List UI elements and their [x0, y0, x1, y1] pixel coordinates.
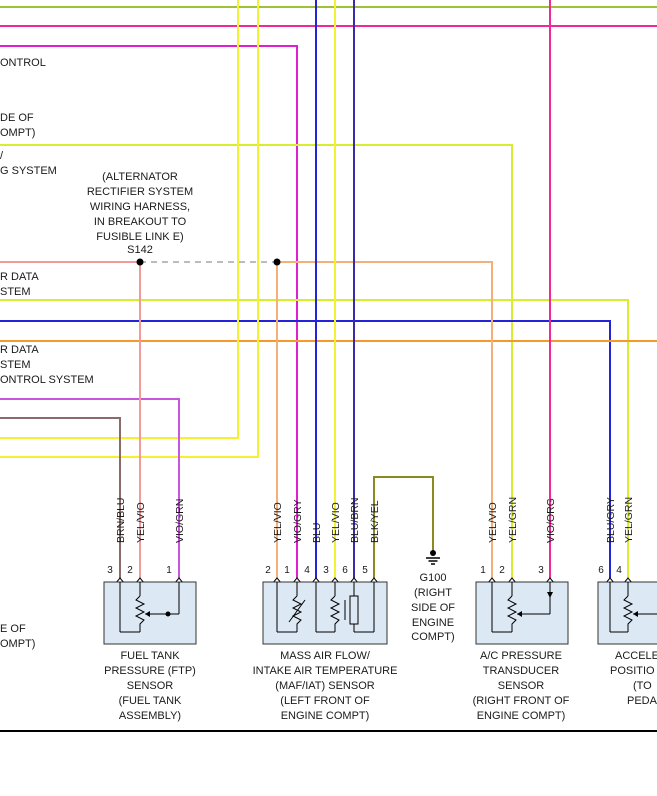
wire-label: YEL/GRN — [623, 497, 635, 543]
svg-text:(FUEL TANK: (FUEL TANK — [119, 695, 182, 707]
ground-symbol-icon — [426, 550, 440, 565]
wire-label: BLK/YEL — [369, 500, 381, 543]
wire-label: VIO/GRY — [292, 499, 304, 543]
svg-text:(MAF/IAT) SENSOR: (MAF/IAT) SENSOR — [275, 680, 374, 692]
left-label: / — [0, 150, 4, 162]
wire-yelgrn-app — [0, 299, 629, 578]
splice-s142-dot — [136, 258, 144, 266]
svg-text:FUSIBLE LINK E): FUSIBLE LINK E) — [96, 231, 183, 243]
left-label: ONTROL SYSTEM — [0, 374, 94, 386]
wire-label: YEL/VIO — [272, 502, 284, 543]
maf-iat-sensor — [262, 581, 388, 645]
wire-yellow-2 — [0, 0, 259, 458]
wire-labels: BRN/BLU YEL/VIO VIO/GRN YEL/VIO VIO/GRY … — [115, 497, 635, 543]
pin-number: 5 — [362, 565, 368, 576]
pin-number: 2 — [265, 565, 271, 576]
left-label: E OF — [0, 623, 26, 635]
svg-text:SENSOR: SENSOR — [127, 680, 174, 692]
pin-number: 6 — [342, 565, 348, 576]
left-label: R DATA — [0, 344, 39, 356]
pin-number: 3 — [538, 565, 544, 576]
svg-text:SIDE OF: SIDE OF — [411, 602, 455, 614]
left-label: STEM — [0, 286, 31, 298]
pin-number: 1 — [284, 565, 290, 576]
svg-text:PEDA: PEDA — [627, 695, 657, 707]
svg-text:COMPT): COMPT) — [411, 631, 454, 643]
svg-text:ENGINE COMPT): ENGINE COMPT) — [281, 710, 370, 722]
ftp-sensor — [103, 581, 197, 645]
svg-text:G100: G100 — [420, 572, 447, 584]
wire-lightorange-ac — [277, 261, 493, 578]
left-label: OMPT) — [0, 127, 35, 139]
svg-text:ACCELE: ACCELE — [615, 650, 657, 662]
wire-label: YEL/VIO — [135, 502, 147, 543]
ac-caption: A/C PRESSURE TRANSDUCER SENSOR (RIGHT FR… — [473, 650, 570, 722]
svg-text:(LEFT FRONT OF: (LEFT FRONT OF — [280, 695, 370, 707]
svg-text:A/C PRESSURE: A/C PRESSURE — [480, 650, 562, 662]
wire-violet-ftp — [0, 398, 180, 578]
svg-text:MASS AIR FLOW/: MASS AIR FLOW/ — [280, 650, 371, 662]
svg-text:FUEL TANK: FUEL TANK — [120, 650, 180, 662]
wire-yellow-1 — [0, 0, 239, 439]
ac-pressure-sensor — [475, 581, 569, 645]
svg-text:IN BREAKOUT TO: IN BREAKOUT TO — [94, 216, 187, 228]
pin-number: 3 — [107, 565, 113, 576]
wire-brown-ftp — [0, 417, 121, 578]
wire-label: YEL/VIO — [330, 502, 342, 543]
wire-label: YEL/VIO — [487, 502, 499, 543]
wire-label: VIO/GRN — [174, 499, 186, 543]
left-label: OMPT) — [0, 638, 35, 650]
wire-label: VIO/ORG — [545, 498, 557, 543]
maf-caption: MASS AIR FLOW/ INTAKE AIR TEMPERATURE (M… — [253, 650, 398, 722]
svg-text:PRESSURE (FTP): PRESSURE (FTP) — [104, 665, 196, 677]
svg-text:TRANSDUCER: TRANSDUCER — [483, 665, 559, 677]
wire-blkyel-ground — [373, 476, 434, 578]
pin-number: 6 — [598, 565, 604, 576]
wire-label: BLU/BRN — [349, 497, 361, 543]
svg-text:(ALTERNATOR: (ALTERNATOR — [102, 171, 178, 183]
svg-text:POSITIO: POSITIO — [610, 665, 655, 677]
svg-text:ASSEMBLY): ASSEMBLY) — [119, 710, 181, 722]
wire-label: BRN/BLU — [115, 497, 127, 543]
svg-text:ENGINE COMPT): ENGINE COMPT) — [477, 710, 566, 722]
svg-text:(TO: (TO — [633, 680, 652, 692]
pin-number: 3 — [323, 565, 329, 576]
wire-label: YEL/GRN — [507, 497, 519, 543]
left-label: R DATA — [0, 271, 39, 283]
svg-text:(RIGHT FRONT OF: (RIGHT FRONT OF — [473, 695, 570, 707]
left-label: G SYSTEM — [0, 165, 57, 177]
pin-number: 4 — [304, 565, 310, 576]
splice-id: S142 — [127, 244, 153, 256]
pin-number: 1 — [480, 565, 486, 576]
pin-number: 2 — [499, 565, 505, 576]
left-label: STEM — [0, 359, 31, 371]
svg-text:(RIGHT: (RIGHT — [414, 587, 452, 599]
wire-magenta-vio-gry — [0, 45, 298, 578]
pin-numbers: 3 2 1 2 1 4 3 6 5 1 2 3 6 4 — [107, 565, 622, 576]
svg-text:INTAKE AIR TEMPERATURE: INTAKE AIR TEMPERATURE — [253, 665, 398, 677]
splice-dot-2 — [273, 258, 281, 266]
wire-yelgrn-ac — [0, 144, 513, 578]
pin-number: 1 — [166, 565, 172, 576]
left-label: DE OF — [0, 112, 34, 124]
wire-label: BLU — [311, 523, 323, 543]
svg-text:RECTIFIER SYSTEM: RECTIFIER SYSTEM — [87, 186, 193, 198]
ftp-caption: FUEL TANK PRESSURE (FTP) SENSOR (FUEL TA… — [104, 650, 196, 722]
ground-label: G100 (RIGHT SIDE OF ENGINE COMPT) — [411, 572, 455, 643]
splice-note: (ALTERNATOR RECTIFIER SYSTEM WIRING HARN… — [87, 171, 193, 256]
app-sensor — [597, 581, 657, 645]
pin-number: 2 — [127, 565, 133, 576]
left-label: ONTROL — [0, 57, 46, 69]
svg-text:SENSOR: SENSOR — [498, 680, 545, 692]
pin-number: 4 — [616, 565, 622, 576]
wire-label: BLU/GRY — [605, 497, 617, 543]
svg-text:WIRING HARNESS,: WIRING HARNESS, — [90, 201, 190, 213]
app-caption: ACCELE POSITIO (TO PEDA — [610, 650, 657, 707]
wire-blue-app — [0, 320, 611, 578]
svg-text:ENGINE: ENGINE — [412, 617, 454, 629]
